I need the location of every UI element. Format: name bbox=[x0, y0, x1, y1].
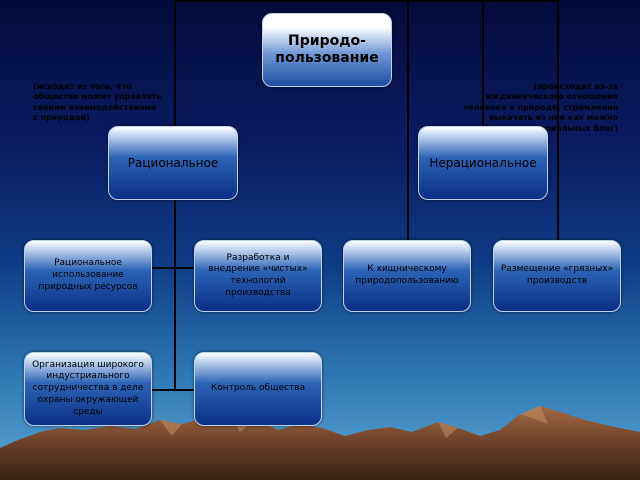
node-irrational-label: Нерациональное bbox=[429, 156, 537, 170]
rational-note: (исходит из того, что общество может упр… bbox=[33, 82, 162, 123]
node-dirty-production-label: Размещение «грязных» производств bbox=[500, 264, 614, 286]
node-rational-use-resources-label: Рациональное использование природных рес… bbox=[38, 258, 138, 292]
node-rational: Рациональное bbox=[108, 126, 238, 200]
node-predatory-use-label: К хищническому природопользованию bbox=[355, 264, 459, 286]
node-clean-technologies: Разработка и внедрение «чистых» технолог… bbox=[194, 240, 322, 312]
node-dirty-production: Размещение «грязных» производств bbox=[493, 240, 621, 312]
mountain-silhouette bbox=[0, 406, 640, 480]
node-irrational: Нерациональное bbox=[418, 126, 548, 200]
mountain-ridge-highlight bbox=[160, 406, 548, 438]
root-node-label: Природо-пользование bbox=[275, 32, 379, 67]
node-public-control: Контроль общества bbox=[194, 352, 322, 426]
node-predatory-use: К хищническому природопользованию bbox=[343, 240, 471, 312]
node-industrial-cooperation-label: Организация широкого индустриального сот… bbox=[32, 359, 144, 417]
node-public-control-label: Контроль общества bbox=[210, 383, 306, 394]
root-node-nature-use: Природо-пользование bbox=[262, 13, 392, 87]
node-industrial-cooperation: Организация широкого индустриального сот… bbox=[24, 352, 152, 426]
node-rational-use-resources: Рациональное использование природных рес… bbox=[24, 240, 152, 312]
irrational-note: (происходит из-за иждивенческого отношен… bbox=[462, 82, 618, 133]
node-rational-label: Рациональное bbox=[127, 156, 219, 170]
node-clean-technologies-label: Разработка и внедрение «чистых» технолог… bbox=[208, 252, 308, 298]
